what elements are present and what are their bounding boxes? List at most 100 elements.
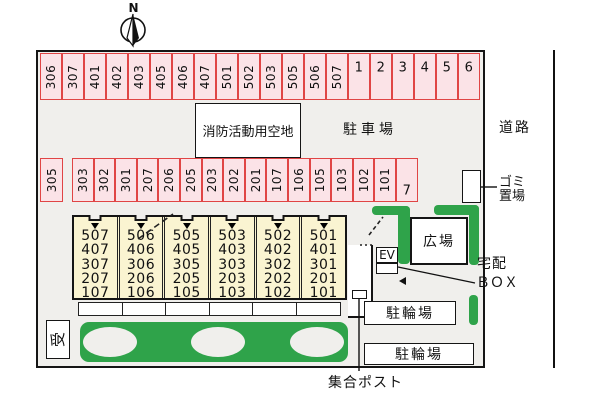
stall-number: 306 <box>44 64 58 89</box>
parking-stall: 501 <box>216 53 238 100</box>
parking-stall: 4 <box>414 53 436 100</box>
stall-number: 403 <box>132 64 146 89</box>
unit-numbers: 502 402 302 202 102 <box>263 228 293 302</box>
parking-stall: 207 <box>136 158 159 202</box>
parking-stall: 407 <box>194 53 216 100</box>
bush <box>83 327 137 357</box>
stall-number: 7 <box>402 183 412 199</box>
parking-stall: 103 <box>331 158 353 202</box>
unit-numbers: 506 406 306 206 106 <box>126 228 156 302</box>
mail-post-label: 集合ポスト <box>328 375 403 391</box>
parking-stall: 7 <box>396 158 418 202</box>
stall-number: 106 <box>291 167 306 193</box>
parking-stall: 302 <box>93 158 116 202</box>
unit-numbers: 507 407 307 207 107 <box>81 228 110 302</box>
parking-stall: 2 <box>370 53 392 100</box>
parking-stall: 303 <box>72 158 94 202</box>
stall-number: 206 <box>162 167 177 193</box>
balcony-strip <box>78 302 341 316</box>
stall-number: 406 <box>176 64 190 89</box>
stall-number: 501 <box>220 64 234 89</box>
bike-parking-lower-label: 駐輪場 <box>395 347 443 363</box>
building-column: 501 401 301 201 101 <box>299 215 345 302</box>
parking-stall: 401 <box>84 53 106 100</box>
reception-label: 受 <box>49 331 68 348</box>
parking-stall: 406 <box>172 53 194 100</box>
hedge <box>398 206 410 264</box>
bike-parking-upper-label: 駐輪場 <box>386 306 434 322</box>
entrance-notch <box>225 215 239 221</box>
entrance-arrow-icon <box>182 223 191 229</box>
garbage-box <box>462 170 481 203</box>
entrance-notch <box>180 215 194 221</box>
parking-stall: 6 <box>458 53 480 100</box>
elevator-label: EV <box>379 248 395 262</box>
parking-stall: 507 <box>326 53 348 100</box>
reception-box: 受 <box>46 320 70 359</box>
parking-stall: 402 <box>106 53 128 100</box>
stall-number: 5 <box>442 60 452 75</box>
road-label: 道路 <box>499 120 531 136</box>
parking-row-top-rotated: 306 307 401 402 403 405 406 407 501 502 … <box>40 53 348 100</box>
stall-number: 507 <box>330 64 344 89</box>
parking-stall: 206 <box>158 158 180 202</box>
hedge <box>469 205 479 265</box>
parking-stall: 5 <box>436 53 458 100</box>
bike-parking-lower: 駐輪場 <box>364 343 474 365</box>
plaza-label: 広場 <box>423 234 455 250</box>
bike-parking-upper: 駐輪場 <box>364 301 456 325</box>
parking-stall: 3 <box>392 53 414 100</box>
entrance-arrow-icon <box>319 223 328 229</box>
parking-stall: 505 <box>282 53 304 100</box>
entrance-arrow-icon <box>274 223 283 229</box>
building: 507 407 307 207 107 506 406 306 206 106 … <box>72 215 347 300</box>
stall-number: 202 <box>226 167 241 193</box>
building-column: 505 405 305 205 105 <box>162 215 208 302</box>
parking-row-second-rotated: 303 302 301 207 206 205 203 202 201 107 … <box>72 158 396 202</box>
parking-stall: 307 <box>62 53 84 100</box>
stall-number: 402 <box>110 64 124 89</box>
parking-stall: 205 <box>179 158 202 202</box>
building-column: 503 403 303 203 103 <box>208 215 254 302</box>
stall-number: 101 <box>378 167 393 193</box>
bush <box>290 327 344 357</box>
balcony-cell <box>121 302 167 316</box>
stall-number: 6 <box>464 60 474 75</box>
balcony-cell <box>78 302 124 316</box>
stall-number: 107 <box>270 167 285 193</box>
stall-number: 103 <box>334 167 349 193</box>
garbage-label-line1: ゴミ <box>499 175 526 190</box>
parking-stall: 506 <box>304 53 326 100</box>
balcony-cell <box>165 302 211 316</box>
stall-number: 301 <box>118 167 133 193</box>
parking-stall: 503 <box>260 53 282 100</box>
stall-number: 506 <box>308 64 322 89</box>
parking-stall: 301 <box>115 158 137 202</box>
compass-north-label: N <box>128 1 139 15</box>
parking-stall: 305 <box>40 158 63 202</box>
parking-stall: 203 <box>201 158 224 202</box>
parking-stall: 405 <box>150 53 172 100</box>
entrance-notch <box>88 215 102 221</box>
unit-numbers: 505 405 305 205 105 <box>172 228 201 302</box>
stall-number: 205 <box>183 167 198 193</box>
hedge-band <box>80 322 348 362</box>
balcony-cell <box>208 302 254 316</box>
parking-stall: 306 <box>40 53 62 100</box>
unit-numbers: 503 403 303 203 103 <box>218 228 247 302</box>
stall-number: 305 <box>44 167 59 193</box>
stall-number: 207 <box>140 167 155 193</box>
stall-number: 503 <box>264 64 278 89</box>
parking-stall: 106 <box>287 158 310 202</box>
unit-numbers: 501 401 301 201 101 <box>309 228 338 302</box>
stall-number: 505 <box>286 64 300 89</box>
stall-number: 1 <box>354 60 364 75</box>
stall-number: 4 <box>420 60 430 75</box>
parking-stall: 101 <box>374 158 396 202</box>
entrance-notch <box>317 215 331 221</box>
delivery-label-line2: ＢＯＸ <box>476 275 518 291</box>
stall-number: 407 <box>198 64 212 89</box>
stall-number: 303 <box>75 167 90 193</box>
parking-stall: 105 <box>309 158 332 202</box>
